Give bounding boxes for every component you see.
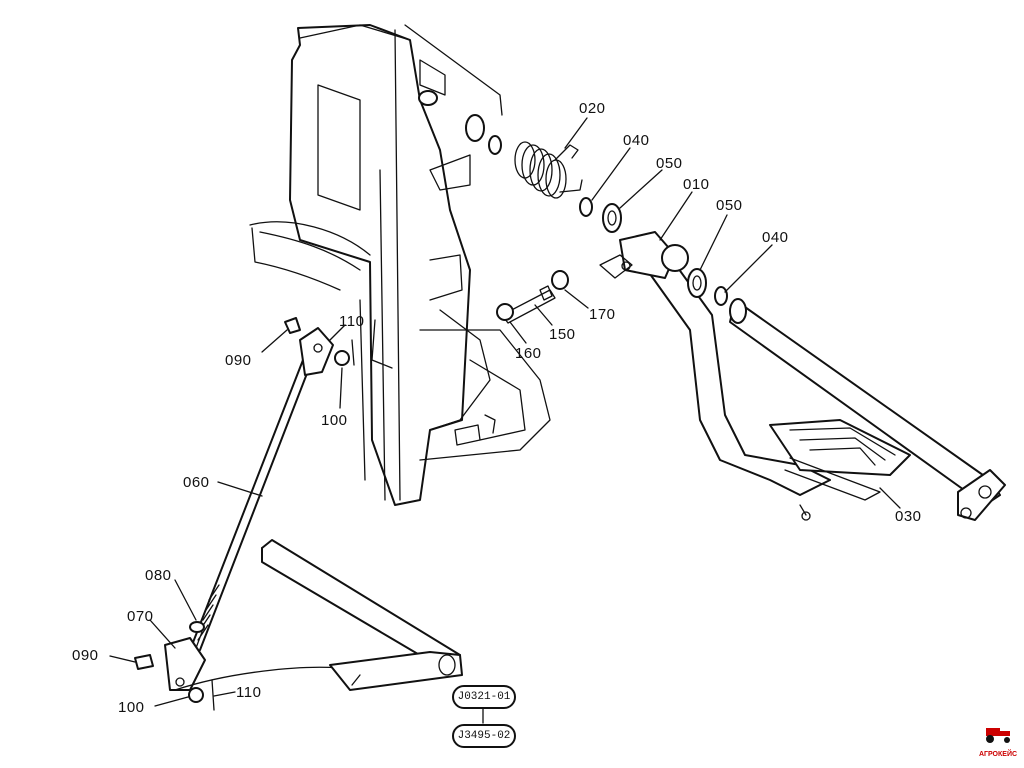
callout-060: 060	[183, 474, 210, 491]
callout-150: 150	[549, 326, 576, 343]
brand-logo: АГРОКЕЙС	[974, 724, 1022, 760]
pedal-assembly	[599, 231, 911, 521]
rod-060	[134, 317, 355, 711]
tractor-icon	[986, 728, 1010, 743]
callout-100: 100	[118, 699, 145, 716]
cab-frame	[249, 24, 551, 506]
bushings-washers	[418, 90, 728, 324]
callout-040: 040	[623, 132, 650, 149]
callout-040: 040	[762, 229, 789, 246]
callout-010: 010	[683, 176, 710, 193]
callout-070: 070	[127, 608, 154, 625]
callout-030: 030	[895, 508, 922, 525]
reference-badge: J3495-02	[452, 724, 516, 748]
callout-160: 160	[515, 345, 542, 362]
brand-logo-text: АГРОКЕЙС	[978, 751, 1018, 758]
callout-090: 090	[72, 647, 99, 664]
callout-110: 110	[339, 313, 365, 330]
callout-020: 020	[579, 100, 606, 117]
callout-170: 170	[589, 306, 616, 323]
callout-050: 050	[656, 155, 683, 172]
callout-050: 050	[716, 197, 743, 214]
spring-020	[514, 141, 583, 199]
lower-lever	[261, 539, 463, 691]
callout-100: 100	[321, 412, 348, 429]
callout-090: 090	[225, 352, 252, 369]
callout-080: 080	[145, 567, 172, 584]
reference-badge: J0321-01	[452, 685, 516, 709]
pedal-shaft	[729, 298, 1006, 521]
callout-110: 110	[236, 684, 262, 701]
leader-lines	[109, 117, 901, 724]
